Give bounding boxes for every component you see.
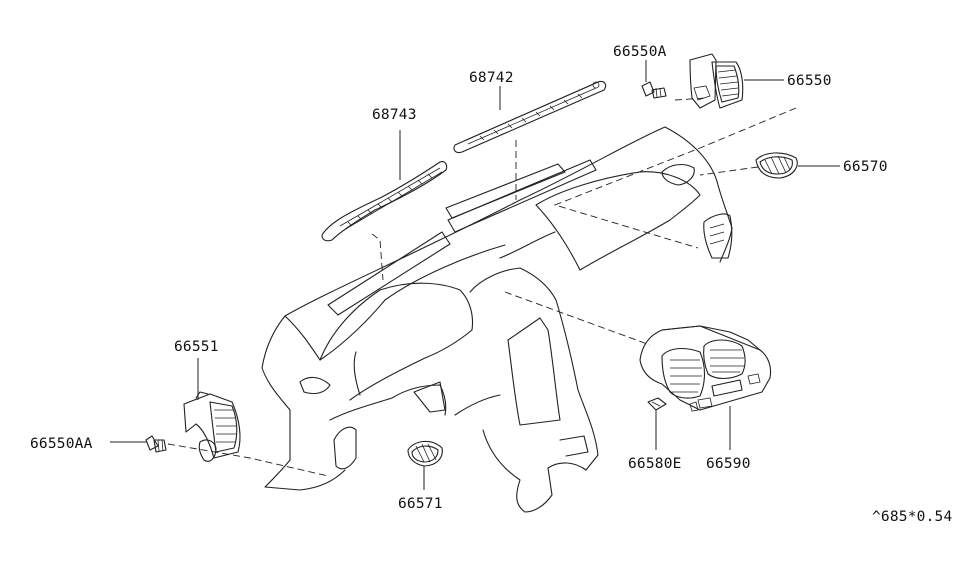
reference-code: ^685*0.54	[872, 509, 952, 525]
part-66550-side-vent[interactable]	[689, 53, 784, 109]
part-66571-round-vent[interactable]	[407, 440, 443, 490]
callout-66550AA: 66550AA	[30, 436, 93, 452]
callout-66571: 66571	[398, 496, 443, 512]
callout-66590: 66590	[706, 456, 751, 472]
callout-66550: 66550	[787, 73, 832, 89]
locating-lines	[167, 97, 797, 477]
part-66580E-clip[interactable]	[647, 397, 667, 450]
part-68743-defroster-grille[interactable]	[321, 130, 448, 242]
part-66590-center-vent[interactable]	[639, 325, 772, 450]
part-66550A-clip[interactable]	[641, 60, 667, 99]
part-68742-defroster-grille[interactable]	[453, 80, 607, 154]
part-66551-side-vent[interactable]	[183, 358, 241, 462]
callout-66580E: 66580E	[628, 456, 682, 472]
callout-66570: 66570	[843, 159, 888, 175]
callout-labels: 68743 68742 66550A 66550 66570 66551 665…	[30, 44, 952, 525]
part-66570-round-vent[interactable]	[755, 152, 840, 179]
callout-68742: 68742	[469, 70, 514, 86]
part-66550AA-clip[interactable]	[110, 435, 167, 453]
callout-66550A: 66550A	[613, 44, 667, 60]
callout-66551: 66551	[174, 339, 219, 355]
callout-68743: 68743	[372, 107, 417, 123]
instrument-panel	[261, 126, 733, 513]
